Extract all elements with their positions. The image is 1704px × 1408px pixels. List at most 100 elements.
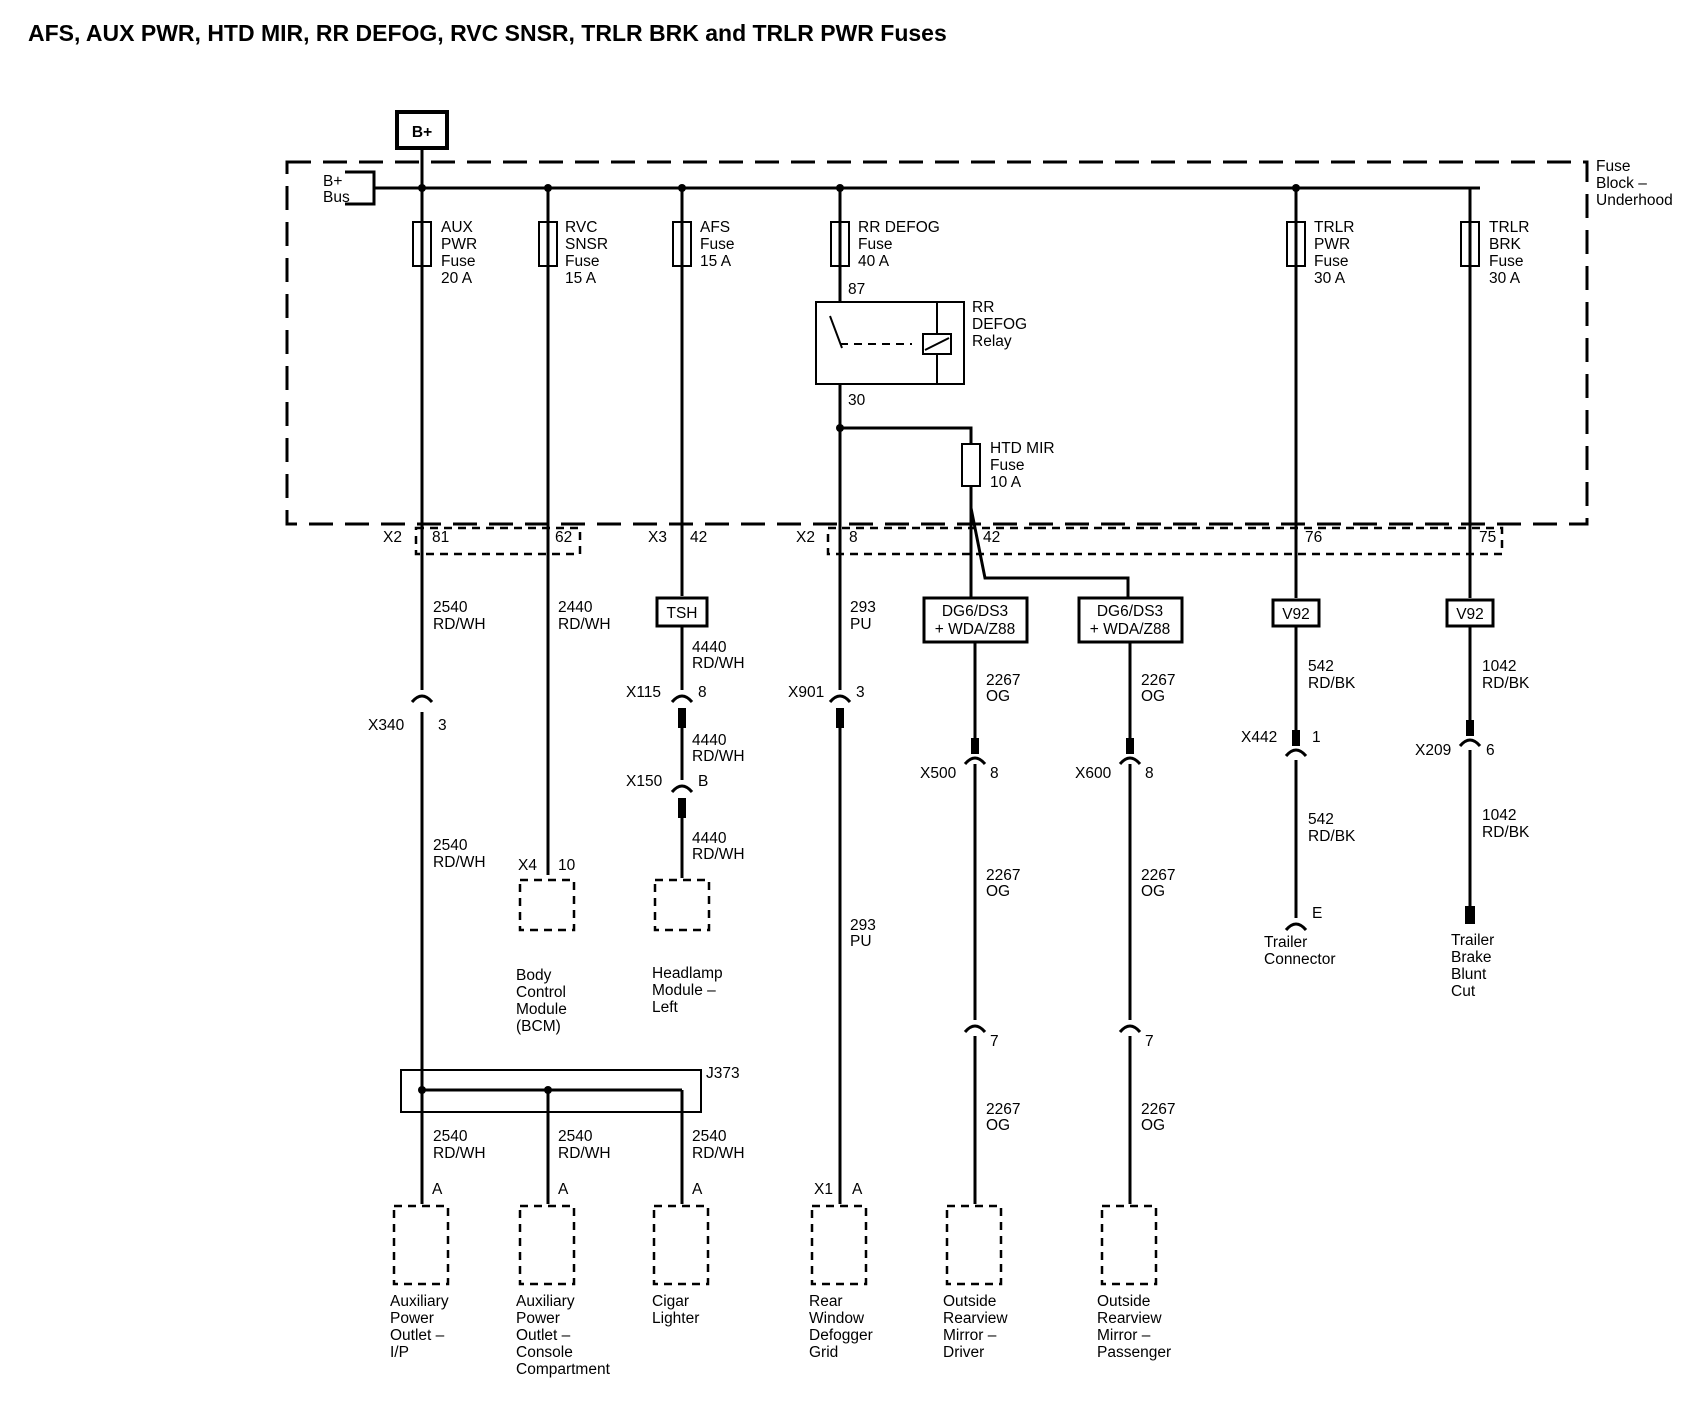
bus-label: B+ Bus [323, 173, 350, 206]
pin-label: 42 [690, 529, 707, 546]
svg-text:8: 8 [1145, 765, 1154, 782]
svg-text:6: 6 [1486, 742, 1495, 759]
page-title: AFS, AUX PWR, HTD MIR, RR DEFOG, RVC SNS… [28, 20, 947, 46]
svg-text:X500: X500 [920, 765, 957, 782]
connector-x2-label: X2 [383, 529, 402, 546]
svg-text:+ WDA/Z88: + WDA/Z88 [935, 621, 1016, 638]
svg-text:8: 8 [990, 765, 999, 782]
svg-text:7: 7 [1145, 1033, 1154, 1050]
svg-text:DG6/DS3: DG6/DS3 [942, 603, 1008, 620]
connector-x2-label: X2 [796, 529, 815, 546]
svg-text:B: B [698, 773, 708, 790]
svg-text:X1: X1 [814, 1181, 833, 1198]
svg-text:V92: V92 [1456, 606, 1484, 623]
svg-text:87: 87 [848, 281, 865, 298]
svg-text:7: 7 [990, 1033, 999, 1050]
svg-text:A: A [432, 1181, 443, 1198]
svg-text:E: E [1312, 905, 1322, 922]
svg-text:J373: J373 [706, 1065, 740, 1082]
pin-label: 75 [1479, 529, 1496, 546]
svg-text:30: 30 [848, 392, 866, 409]
svg-text:1: 1 [1312, 729, 1321, 746]
svg-text:+ WDA/Z88: + WDA/Z88 [1090, 621, 1171, 638]
svg-text:A: A [558, 1181, 569, 1198]
svg-text:TSH: TSH [667, 605, 698, 622]
connector-x3-label: X3 [648, 529, 667, 546]
connector-x2-outline [826, 526, 1504, 556]
svg-text:X901: X901 [788, 684, 824, 701]
svg-text:X115: X115 [626, 684, 661, 701]
pin-label: 81 [432, 529, 449, 546]
svg-text:X442: X442 [1241, 729, 1277, 746]
svg-text:10: 10 [558, 857, 576, 874]
svg-text:X209: X209 [1415, 742, 1451, 759]
svg-text:V92: V92 [1282, 606, 1310, 623]
battery-source-label: B+ [412, 124, 432, 141]
svg-text:A: A [692, 1181, 703, 1198]
svg-text:X4: X4 [518, 857, 537, 874]
connector-x2-outline [414, 526, 582, 556]
svg-text:A: A [852, 1181, 863, 1198]
pin-label: 76 [1305, 529, 1322, 546]
svg-text:X600: X600 [1075, 765, 1112, 782]
fuse-block-label: Fuse Block – Underhood [1596, 158, 1673, 209]
pin-label: 62 [555, 529, 572, 546]
svg-text:3: 3 [856, 684, 865, 701]
pin-label: 42 [983, 529, 1000, 546]
splice-j373: J373 [400, 1065, 740, 1113]
